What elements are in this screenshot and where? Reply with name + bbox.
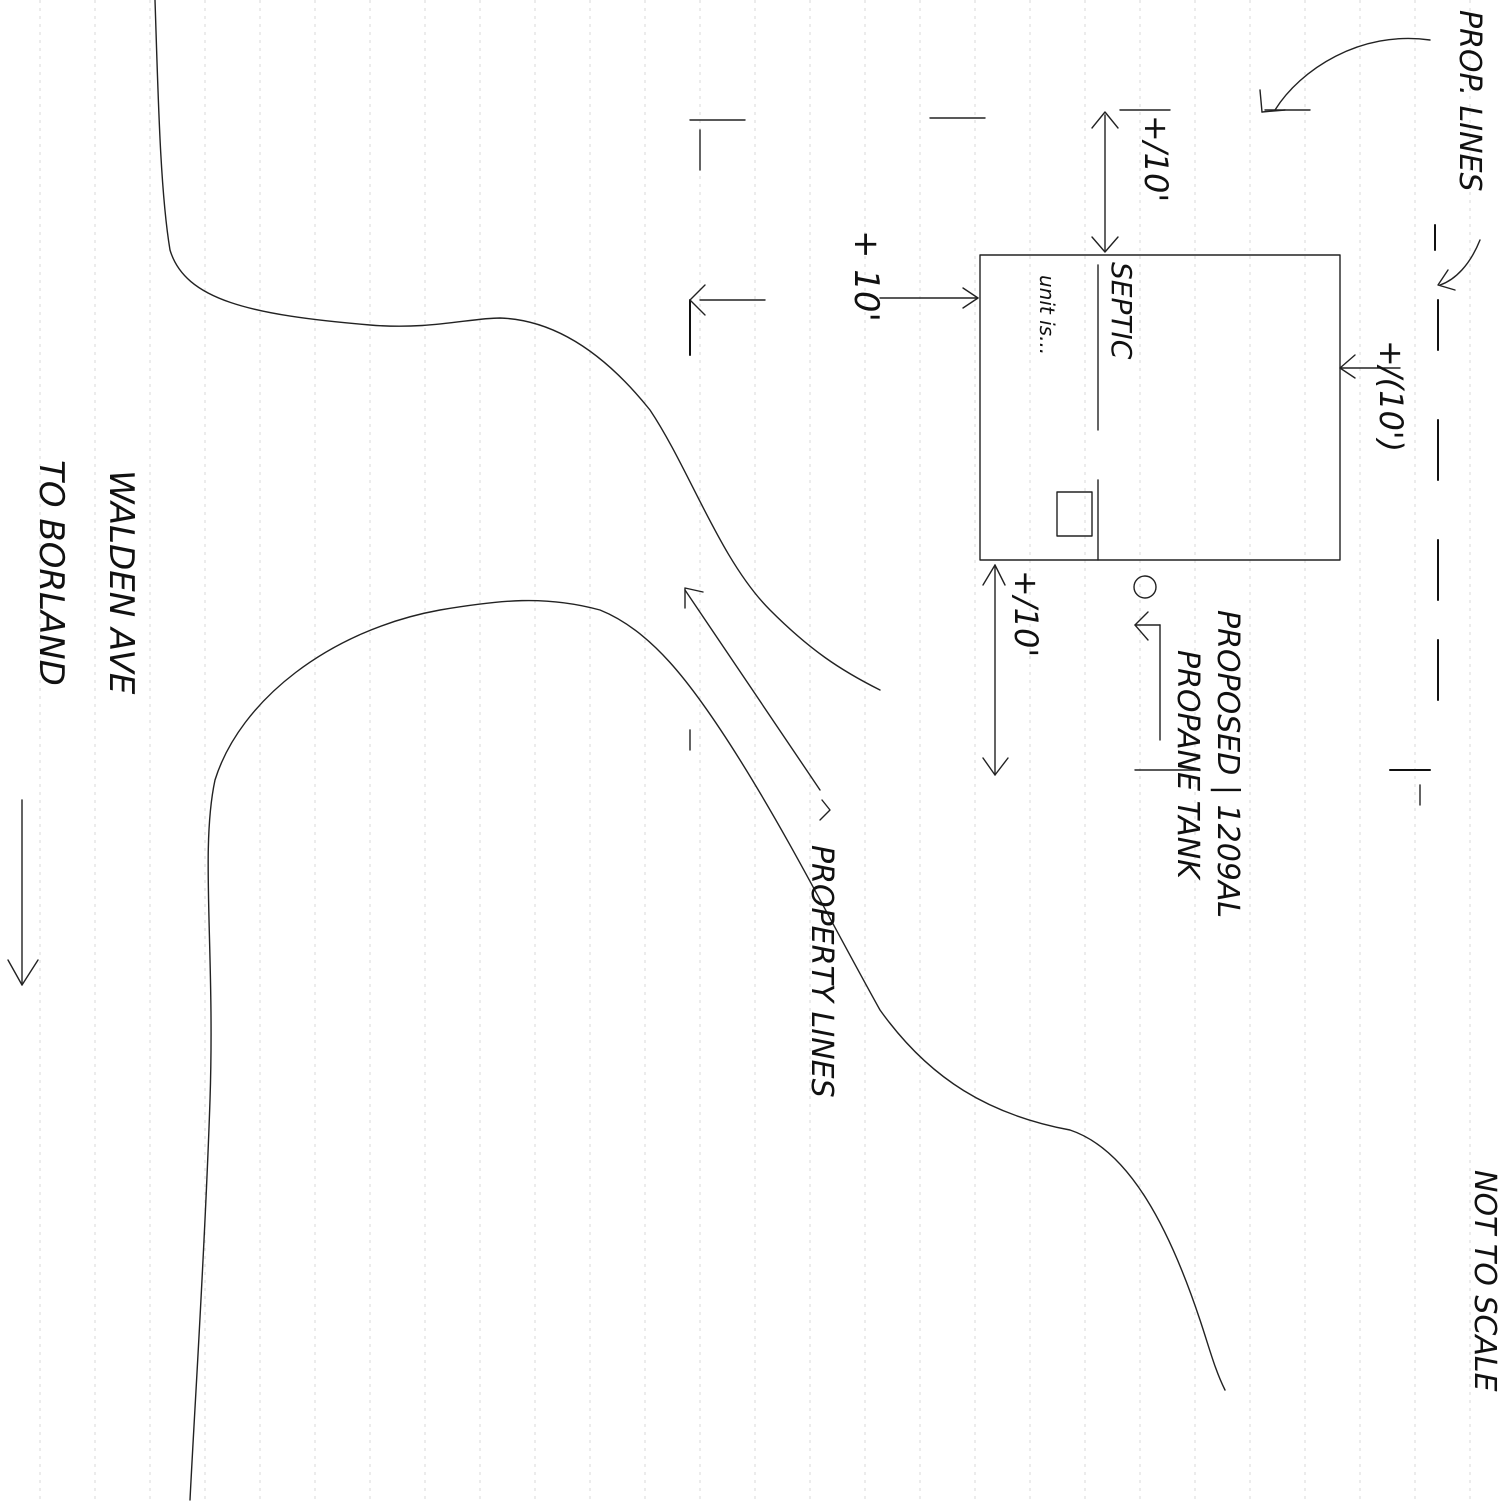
property-lines-arrow — [684, 587, 831, 821]
road-edge-inner — [189, 599, 1226, 1501]
prop-lines-arrow-2 — [1437, 239, 1481, 291]
dimension-top — [1091, 111, 1119, 253]
dimension-left — [879, 287, 979, 309]
house-outline — [979, 254, 1341, 561]
propane-arrow — [1134, 611, 1161, 741]
left-tick-marks — [689, 284, 766, 751]
paper-rules — [39, 0, 1471, 1502]
property-line-right — [1134, 224, 1439, 806]
label-prop-lines: PROP. LINES — [1452, 10, 1487, 192]
label-proposed-2: PROPANE TANK — [1170, 650, 1205, 881]
road-edge-outer — [154, 0, 881, 691]
label-dim-bottom: +/10' — [1007, 570, 1045, 657]
label-dim-left: + 10' — [846, 230, 886, 322]
label-road-2: TO BORLAND — [31, 460, 71, 686]
label-distance-note: unit is... — [1035, 275, 1059, 355]
dimension-bottom — [982, 564, 1009, 776]
septic-tank-box — [1056, 491, 1093, 537]
road-direction-arrow — [7, 799, 39, 986]
propane-tank-marker — [1133, 575, 1157, 599]
label-road-1: WALDEN AVE — [101, 470, 141, 695]
label-dim-top-right: +/10' — [1137, 115, 1175, 202]
label-not-to-scale: NOT TO SCALE — [1467, 1170, 1501, 1392]
prop-lines-arrow — [1259, 37, 1431, 113]
dimension-right — [1339, 354, 1401, 379]
property-line-top — [689, 109, 1311, 171]
label-dim-right: +/(10') — [1372, 340, 1410, 452]
label-property-lines: PROPERTY LINES — [804, 845, 839, 1098]
label-septic: SEPTIC — [1105, 262, 1138, 360]
label-proposed-1: PROPOSED | 1209AL — [1210, 610, 1245, 918]
